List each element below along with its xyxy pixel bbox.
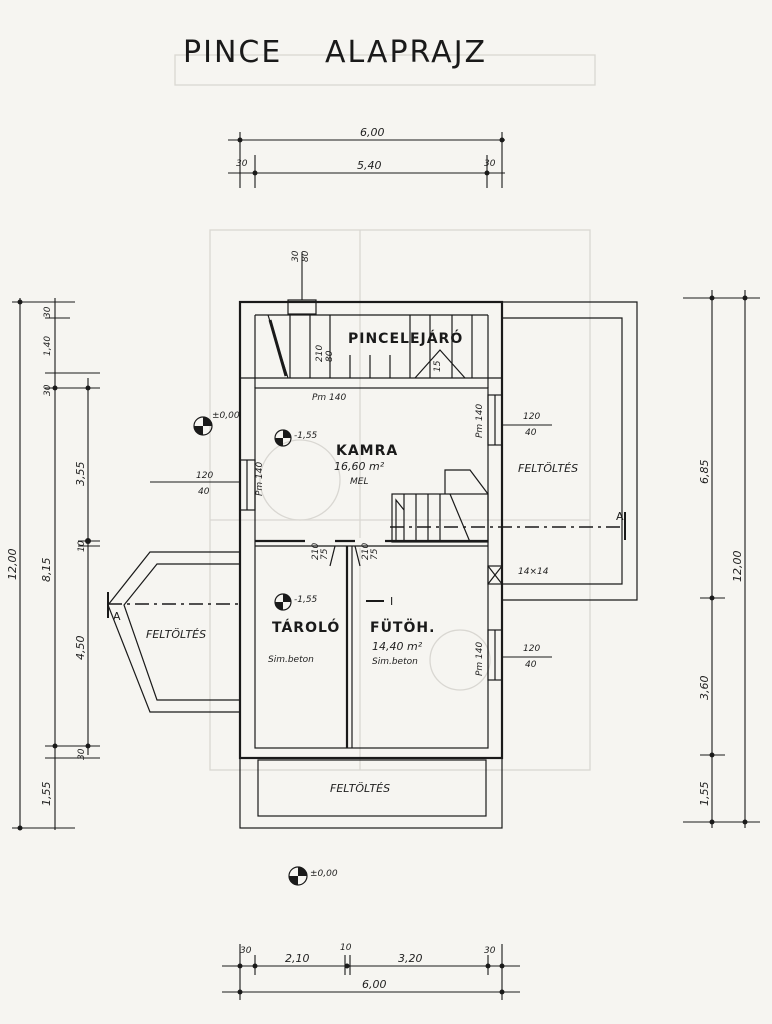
plan-title: PINCE ALAPRAJZ bbox=[183, 35, 487, 70]
room-area-kamra: 16,60 m² bbox=[334, 460, 385, 473]
top-window-width: 80 bbox=[301, 250, 311, 262]
top-window-height: 30 bbox=[291, 250, 301, 262]
room-name-pincelejaro: PINCELEJÁRÓ bbox=[348, 329, 463, 347]
level-marker-left: ±0,00 bbox=[193, 411, 240, 436]
stair-door-width: 80 bbox=[325, 350, 335, 362]
kamra-door-sill: Pm 140 bbox=[312, 393, 347, 403]
dim-right-a3: 1,55 bbox=[698, 782, 711, 807]
section-line-a: A A bbox=[107, 510, 626, 623]
left-dimension-chains: 12,00 30 1,40 30 8,15 1,55 3,55 10 4,50 … bbox=[6, 298, 100, 831]
title-word-alaprajz: ALAPRAJZ bbox=[325, 35, 487, 70]
level-bottom-value: ±0,00 bbox=[310, 869, 338, 879]
room-name-tarolo: TÁROLÓ bbox=[272, 618, 340, 636]
right-dimension-chains: 6,85 3,60 1,55 12,00 bbox=[683, 290, 760, 828]
interior-doors: 210 75 210 75 bbox=[305, 538, 385, 567]
level-marker-tarolo: -1,55 bbox=[274, 593, 318, 611]
kamra-window-left-sill: Pm 140 bbox=[255, 461, 265, 496]
kamra-window-right-height: 40 bbox=[525, 428, 537, 438]
futoh-window-height: 40 bbox=[525, 660, 537, 670]
windows: 120 40 Pm 140 120 40 Pm 140 120 40 Pm 14… bbox=[150, 394, 552, 681]
level-marker-bottom: ±0,00 bbox=[288, 866, 338, 886]
dim-left-b2: 10 bbox=[77, 540, 87, 552]
building-walls bbox=[238, 300, 504, 829]
dim-bottom-right-wall: 30 bbox=[484, 946, 496, 956]
dim-bottom-room2: 3,20 bbox=[398, 952, 423, 965]
dim-right-overall: 12,00 bbox=[731, 551, 744, 583]
dim-bottom-room1: 2,10 bbox=[285, 952, 310, 965]
fill-label-right: FELTÖLTÉS bbox=[518, 462, 578, 475]
fill-label-bottom: FELTÖLTÉS bbox=[330, 782, 390, 795]
door-futoh-height: 210 bbox=[361, 543, 371, 560]
section-mark-futoh: I bbox=[390, 595, 393, 608]
chimney: 14×14 bbox=[487, 565, 549, 585]
dim-bottom-left-wall: 30 bbox=[240, 946, 252, 956]
stair-door-height: 210 bbox=[315, 345, 325, 362]
dim-top-overall: 6,00 bbox=[360, 126, 385, 139]
door-futoh-width: 75 bbox=[370, 548, 380, 560]
right-fill-area: FELTÖLTÉS bbox=[502, 301, 638, 601]
dim-left-b4: 30 bbox=[77, 748, 87, 760]
room-name-kamra: KAMRA bbox=[336, 443, 398, 459]
level-tarolo: -1,55 bbox=[294, 595, 318, 605]
dim-left-a2: 1,40 bbox=[43, 336, 53, 356]
ghost-bleed-through bbox=[174, 54, 596, 771]
left-fill-area: FELTÖLTÉS bbox=[107, 551, 240, 713]
dim-bottom-partition: 10 bbox=[340, 943, 352, 953]
kamra-window-right-width: 120 bbox=[523, 412, 540, 422]
dim-right-a1: 6,85 bbox=[698, 460, 711, 485]
room-floor-kamra: MEL bbox=[350, 477, 368, 487]
dim-top-right-wall: 30 bbox=[484, 159, 496, 169]
level-marker-kamra: -1,55 bbox=[274, 429, 318, 447]
fill-label-left: FELTÖLTÉS bbox=[146, 628, 206, 641]
dim-bottom-overall: 6,00 bbox=[362, 978, 387, 991]
section-label-a-left: A bbox=[113, 610, 121, 623]
top-dimension-chain: 6,00 30 5,40 30 bbox=[228, 126, 505, 188]
entrance-stair: PINCELEJÁRÓ 30 80 210 80 15 Pm 140 bbox=[267, 250, 473, 403]
room-name-futoh: FÜTÖH. bbox=[370, 618, 435, 636]
door-tarolo-width: 75 bbox=[320, 548, 330, 560]
kamra-window-left-width: 120 bbox=[196, 471, 213, 481]
room-tarolo: TÁROLÓ Sim.beton -1,55 bbox=[268, 593, 340, 665]
dim-left-a3: 30 bbox=[43, 384, 53, 396]
futoh-window-sill: Pm 140 bbox=[475, 641, 485, 676]
kamra-window-left-height: 40 bbox=[198, 487, 210, 497]
kamra-door-right-sill: Pm 140 bbox=[475, 403, 485, 438]
stair-door-threshold: 15 bbox=[433, 360, 443, 372]
bottom-dimension-chain: 30 2,10 10 3,20 30 6,00 bbox=[222, 943, 520, 1000]
chimney-size: 14×14 bbox=[518, 567, 549, 577]
dim-left-a1: 30 bbox=[43, 306, 53, 318]
dim-right-a2: 3,60 bbox=[698, 676, 711, 701]
room-area-futoh: 14,40 m² bbox=[372, 640, 423, 653]
level-left-value: ±0,00 bbox=[212, 411, 240, 421]
room-kamra: KAMRA 16,60 m² MEL -1,55 bbox=[274, 429, 398, 487]
dim-left-a5: 1,55 bbox=[40, 782, 53, 807]
room-futohaz: FÜTÖH. 14,40 m² Sim.beton I bbox=[366, 595, 435, 667]
dim-top-left-wall: 30 bbox=[236, 159, 248, 169]
title-word-pince: PINCE bbox=[183, 35, 282, 70]
interior-stair bbox=[391, 469, 489, 543]
dim-left-b1: 3,55 bbox=[74, 462, 87, 487]
futoh-window-width: 120 bbox=[523, 644, 540, 654]
room-floor-tarolo: Sim.beton bbox=[268, 655, 314, 665]
section-label-a-right: A bbox=[616, 510, 624, 523]
dim-top-inner: 5,40 bbox=[357, 159, 382, 172]
dim-left-b3: 4,50 bbox=[74, 636, 87, 661]
room-floor-futoh: Sim.beton bbox=[372, 657, 418, 667]
dim-left-a4: 8,15 bbox=[40, 558, 53, 583]
level-kamra: -1,55 bbox=[294, 431, 318, 441]
door-tarolo-height: 210 bbox=[311, 543, 321, 560]
dim-left-overall: 12,00 bbox=[6, 549, 19, 581]
